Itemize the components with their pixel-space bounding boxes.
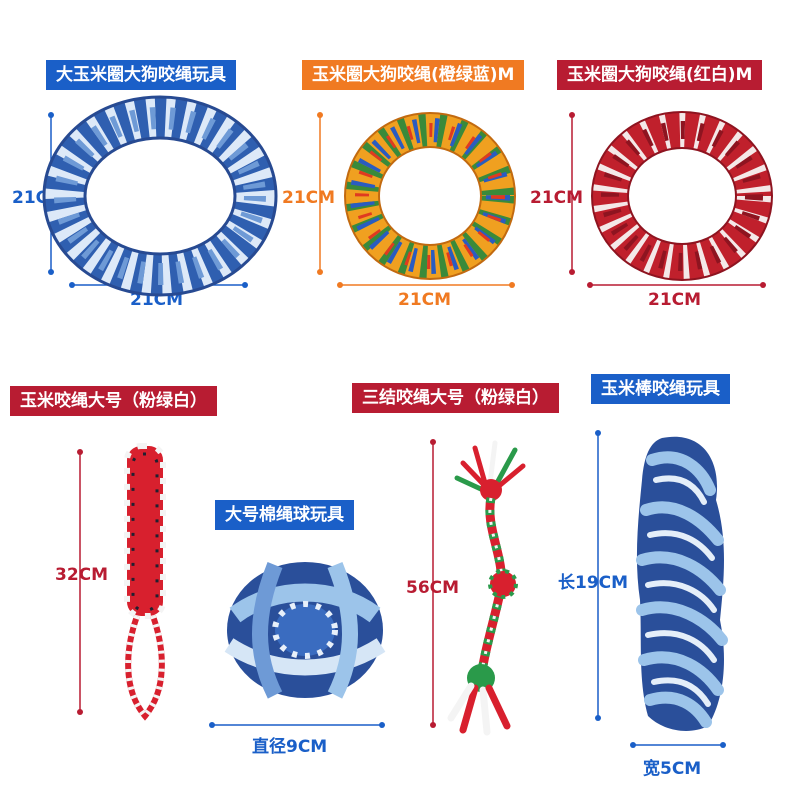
height-stick: 长19CM [558, 573, 629, 593]
diameter-ball: 直径9CM [252, 737, 328, 757]
label-red-ring: 玉米圈大狗咬绳(红白)M [557, 60, 763, 90]
label-stick: 玉米棒咬绳玩具 [591, 374, 730, 404]
label-blue-ring: 大玉米圈大狗咬绳玩具 [46, 60, 236, 90]
label-knot-rope: 三结咬绳大号（粉绿白） [352, 383, 559, 413]
corn-rope-image [124, 443, 166, 721]
label-color-ring: 玉米圈大狗咬绳(橙绿蓝)M [302, 60, 525, 90]
height-red-ring: 21CM [530, 188, 584, 208]
height-knot-rope: 56CM [406, 578, 460, 598]
ball-image [224, 562, 386, 699]
dimension-lines-color-ring [317, 112, 515, 288]
color-ring-image [344, 112, 516, 280]
height-color-ring: 21CM [282, 188, 336, 208]
dimension-lines-red-ring [569, 112, 766, 288]
stick-image [636, 436, 728, 731]
blue-ring-image [42, 95, 278, 297]
width-color-ring: 21CM [398, 290, 452, 310]
width-red-ring: 21CM [648, 290, 702, 310]
label-corn-rope: 玉米咬绳大号（粉绿白） [10, 386, 217, 416]
width-stick: 宽5CM [643, 759, 702, 779]
height-corn-rope: 32CM [55, 565, 109, 585]
knot-rope-image [447, 440, 526, 736]
red-ring-image [591, 111, 773, 281]
label-ball: 大号棉绳球玩具 [215, 500, 354, 530]
